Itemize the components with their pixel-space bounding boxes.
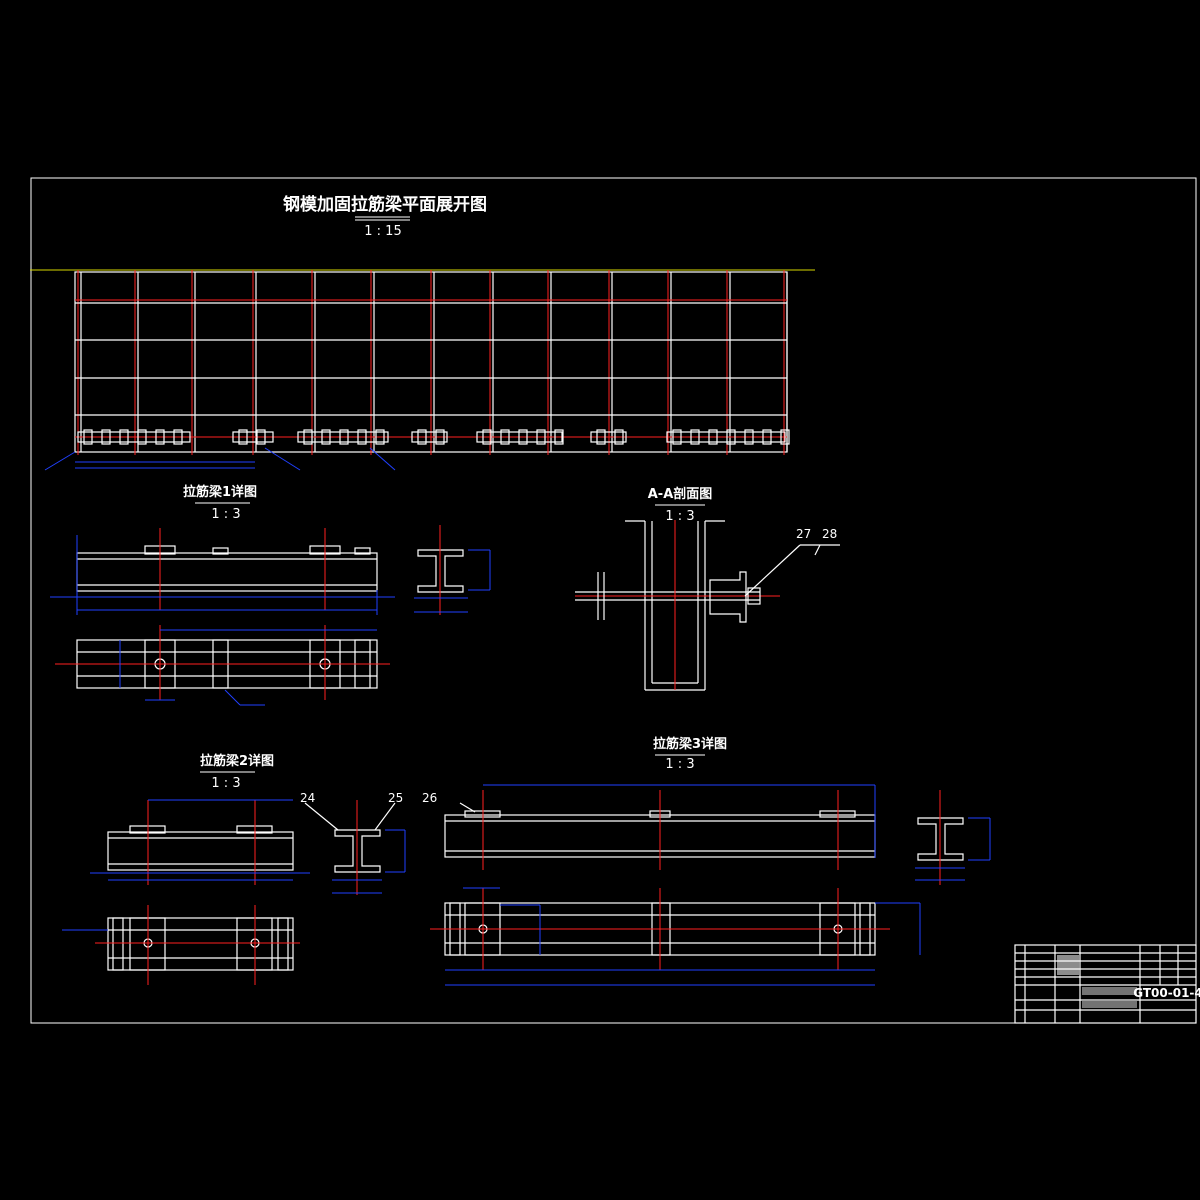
plan-tie-plate — [554, 429, 564, 445]
plan-tie-plate — [119, 429, 129, 445]
beam2-title: 拉筋梁2详图 — [200, 753, 274, 769]
plan-tie-plate — [256, 429, 266, 445]
plan-tie-plate — [726, 429, 736, 445]
plan-tie-plate — [357, 429, 367, 445]
section-aa-title: A-A剖面图 — [648, 486, 713, 502]
plan-tie-beam — [666, 431, 786, 443]
callout-24: 24 — [300, 791, 315, 805]
plan-tie-plate — [614, 429, 624, 445]
plan-tie-plate — [536, 429, 546, 445]
plan-expansion-view — [30, 269, 815, 471]
beam2-scale: 1 : 3 — [211, 776, 240, 791]
callout-27: 27 — [796, 527, 811, 541]
beam2-section: 24 25 — [300, 791, 406, 895]
beam1-plan — [55, 625, 390, 706]
plan-tie-plate — [435, 429, 445, 445]
plan-tie-plate — [482, 429, 492, 445]
plan-tie-plate — [339, 429, 349, 445]
title-block: GT00-01-4 — [1014, 944, 1200, 1024]
plan-tie-plate — [762, 429, 772, 445]
beam3-section — [915, 790, 991, 885]
beam3-plan — [430, 887, 921, 986]
callout-25: 25 — [388, 791, 403, 805]
plan-tie-plate — [238, 429, 248, 445]
plan-tie-beam — [411, 431, 448, 443]
plan-tie-beam — [77, 431, 191, 443]
plan-tie-plate — [101, 429, 111, 445]
plan-tie-plate — [137, 429, 147, 445]
section-aa-scale: 1 : 3 — [665, 509, 694, 524]
beam3-scale: 1 : 3 — [665, 757, 694, 772]
plan-tie-plate — [83, 429, 93, 445]
callout-28: 28 — [822, 527, 837, 541]
plan-tie-plate — [690, 429, 700, 445]
plan-tie-plate — [375, 429, 385, 445]
beam1-elevation — [50, 528, 395, 615]
beam1-title: 拉筋梁1详图 — [183, 484, 257, 500]
beam1-section — [414, 525, 491, 615]
beam3-title: 拉筋梁3详图 — [653, 736, 727, 752]
plan-tie-beam — [232, 431, 274, 443]
plan-tie-plate — [708, 429, 718, 445]
main-scale: 1 : 15 — [364, 224, 401, 239]
plan-tie-plate — [672, 429, 682, 445]
plan-tie-plate — [303, 429, 313, 445]
beam1-scale: 1 : 3 — [211, 507, 240, 522]
plan-tie-beam — [590, 431, 627, 443]
callout-26: 26 — [422, 791, 437, 805]
drawing-frame — [30, 177, 1197, 1024]
section-aa-view: 27 28 — [575, 520, 840, 691]
plan-tie-plate — [780, 429, 790, 445]
plan-tie-plate — [417, 429, 427, 445]
beam2-plan — [62, 905, 300, 985]
drawing-number: GT00-01-4 — [1133, 986, 1200, 1000]
beam3-elevation: 26 — [422, 784, 876, 870]
plan-tie-plate — [173, 429, 183, 445]
plan-tie-plate — [500, 429, 510, 445]
plan-tie-beam — [297, 431, 389, 443]
main-title: 钢模加固拉筋梁平面展开图 — [283, 194, 487, 215]
plan-tie-plate — [596, 429, 606, 445]
plan-tie-plate — [744, 429, 754, 445]
plan-tie-plate — [155, 429, 165, 445]
plan-tie-plate — [518, 429, 528, 445]
plan-tie-plate — [321, 429, 331, 445]
beam2-elevation — [90, 799, 310, 885]
